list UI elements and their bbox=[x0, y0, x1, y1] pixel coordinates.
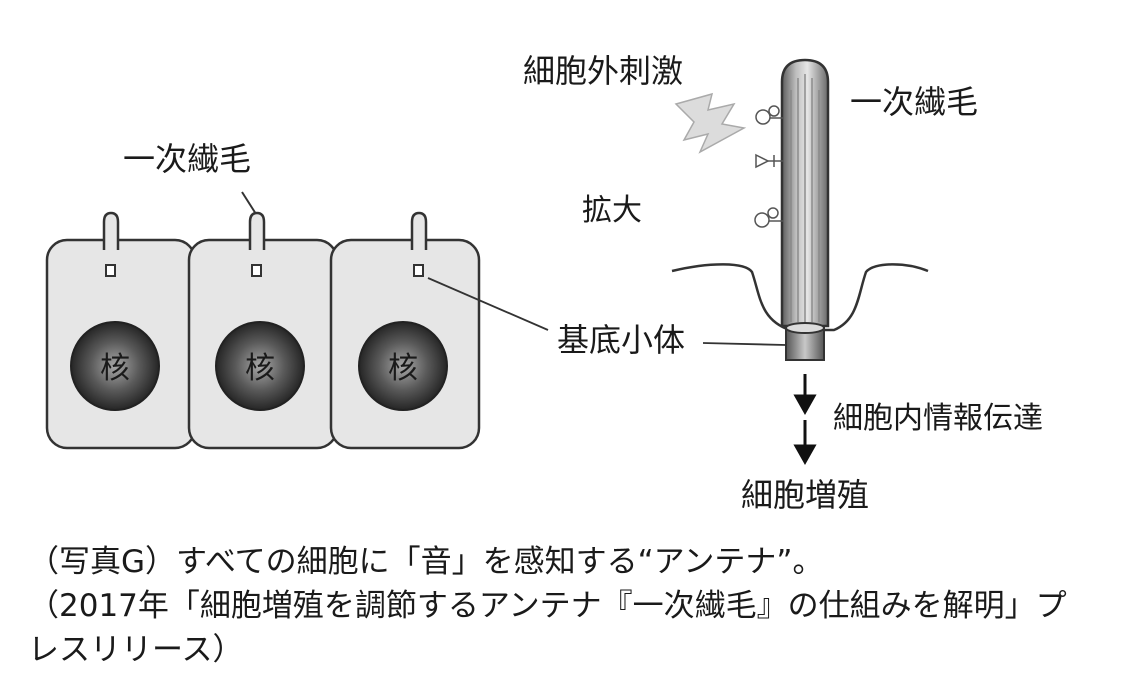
caption-line-3: レスリリース） bbox=[28, 632, 244, 668]
receptor-icon-3 bbox=[754, 207, 783, 228]
basal-body-small-2 bbox=[251, 264, 262, 277]
result-label: 細胞増殖 bbox=[741, 476, 869, 514]
nucleus-1 bbox=[70, 321, 160, 411]
microtubules bbox=[790, 74, 820, 322]
nucleus-label-3: 核 bbox=[388, 351, 418, 386]
nucleus-label-1: 核 bbox=[100, 351, 130, 386]
basal-body bbox=[785, 322, 825, 361]
left-cilium-label: 一次繊毛 bbox=[123, 140, 251, 178]
signaling-label: 細胞内情報伝達 bbox=[833, 401, 1043, 436]
basal-body-small-1 bbox=[105, 264, 116, 277]
stimulus-bolt-icon bbox=[674, 92, 747, 154]
enlarged-cilium-group: 細胞外刺激 一次繊毛 拡大 基底小体 細胞内情報伝達 細胞増殖 bbox=[427, 52, 1043, 514]
magnify-label: 拡大 bbox=[582, 193, 642, 228]
figure-caption: （写真G）すべての細胞に「音」を感知する“アンテナ”。 （2017年「細胞増殖を… bbox=[28, 540, 1108, 672]
receptor-icon-2 bbox=[755, 153, 783, 169]
basal-body-label: 基底小体 bbox=[557, 321, 685, 359]
cilium-diagram: 核 核 核 一次繊毛 bbox=[45, 52, 1043, 514]
caption-line-1: （写真G）すべての細胞に「音」を感知する“アンテナ”。 bbox=[28, 544, 824, 580]
down-arrow-2-icon bbox=[793, 420, 817, 466]
nucleus-2 bbox=[215, 321, 305, 411]
cilium-small-1 bbox=[102, 211, 120, 250]
nucleus-label-2: 核 bbox=[245, 351, 275, 386]
cilium-small-3 bbox=[410, 211, 428, 250]
enlarged-cilium-label: 一次繊毛 bbox=[850, 83, 978, 121]
caption-line-2: （2017年「細胞増殖を調節するアンテナ『一次繊毛』の仕組みを解明」プ bbox=[28, 588, 1067, 624]
down-arrow-1-icon bbox=[793, 374, 817, 416]
basal-body-leader-left bbox=[427, 277, 549, 331]
basal-body-small-3 bbox=[413, 264, 424, 277]
cell-group: 核 核 核 一次繊毛 bbox=[45, 140, 481, 450]
cilium-small-2 bbox=[248, 211, 266, 250]
receptor-icon-1 bbox=[755, 105, 783, 125]
basal-body-leader-right bbox=[702, 342, 787, 346]
stimulus-label: 細胞外刺激 bbox=[523, 52, 683, 90]
left-cilium-leader bbox=[241, 191, 257, 215]
nucleus-3 bbox=[358, 321, 448, 411]
